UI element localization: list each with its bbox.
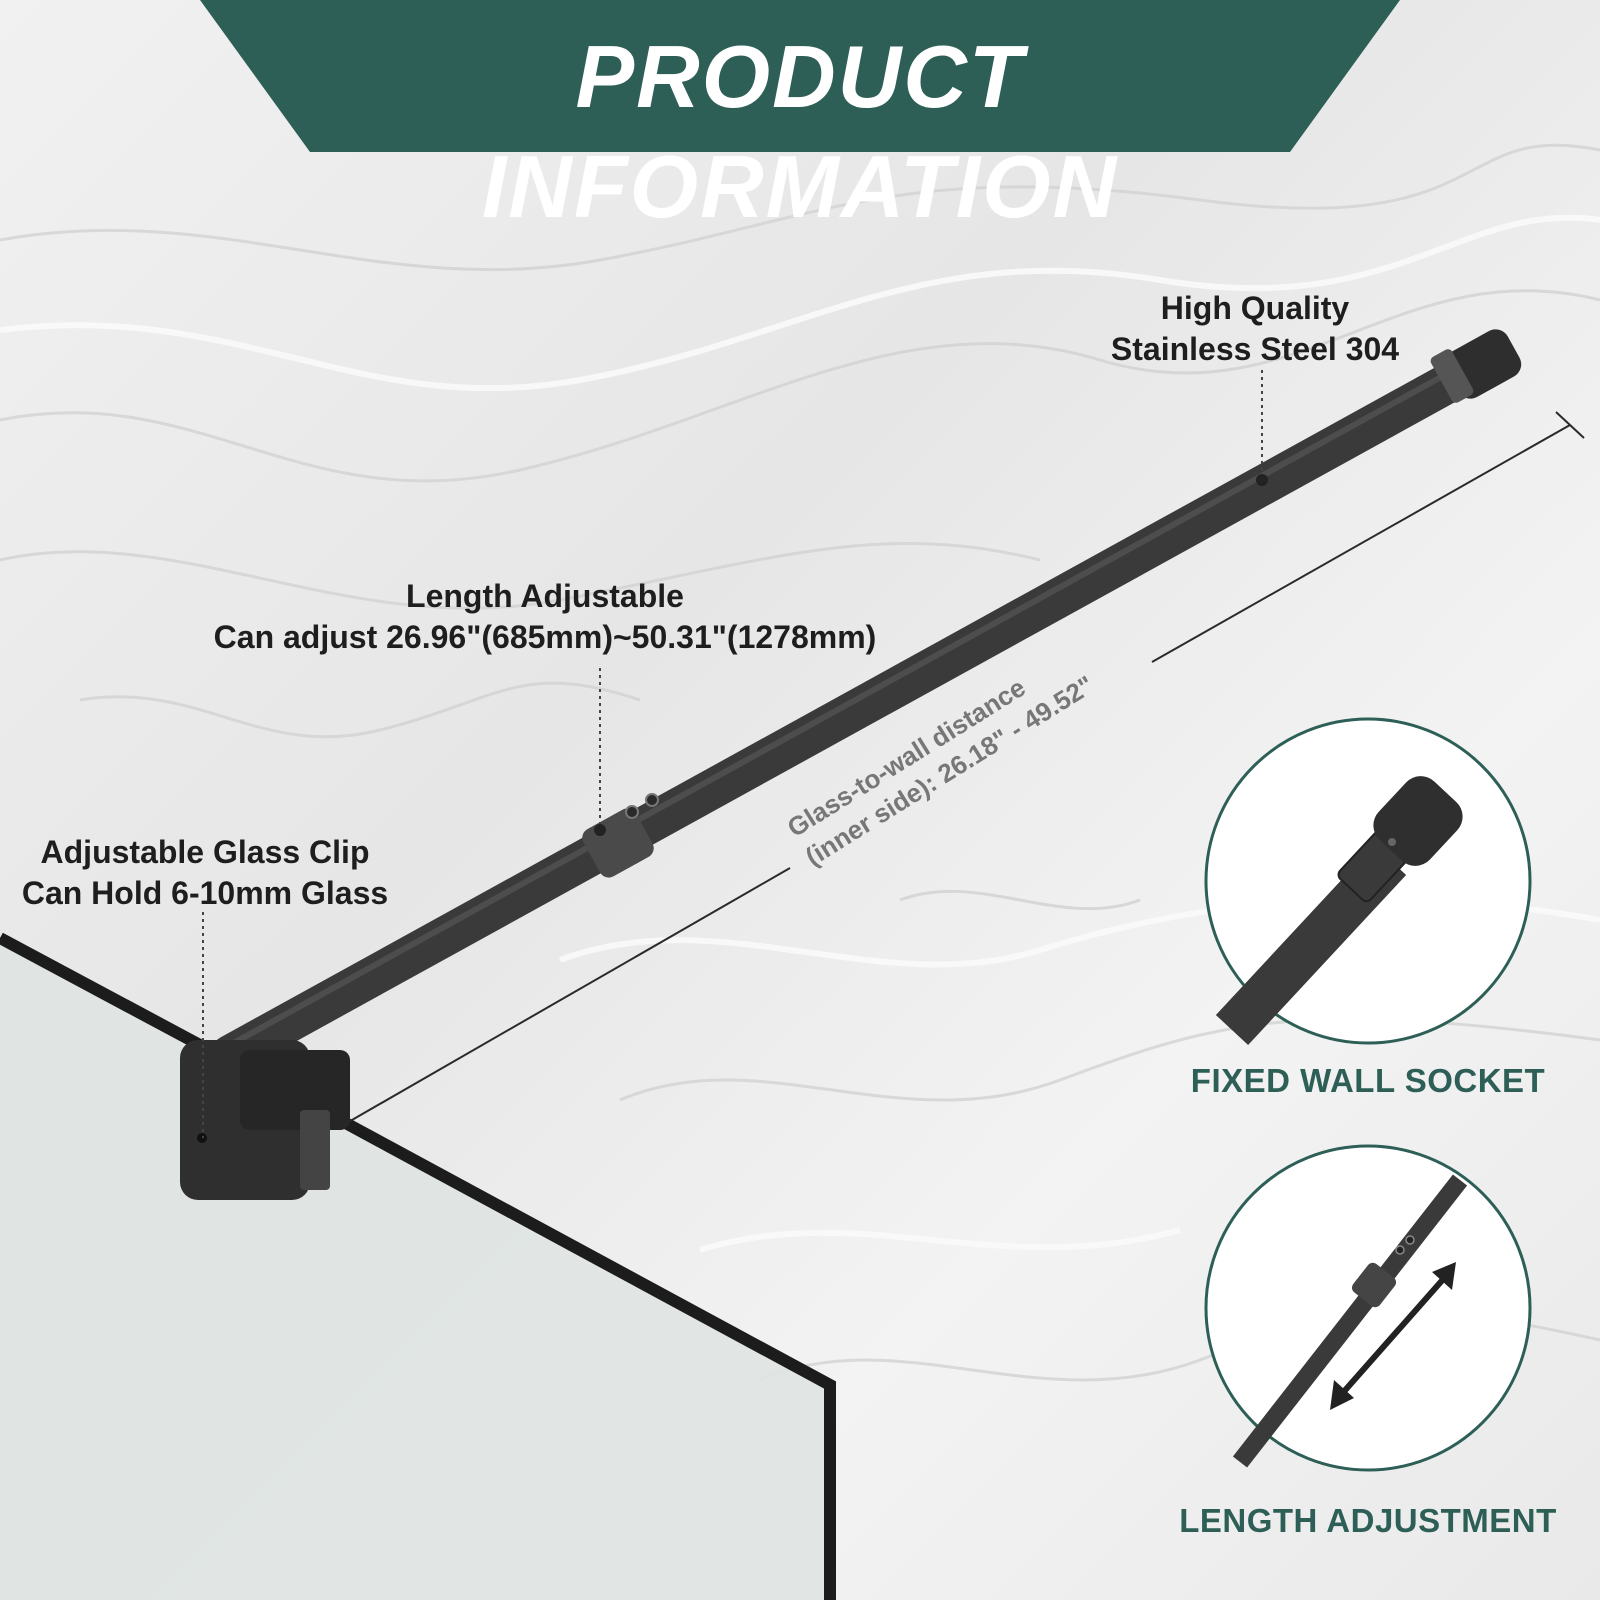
callout-length-adjustable: Length Adjustable Can adjust 26.96"(685m… [195, 576, 895, 658]
callout-length-line2: Can adjust 26.96"(685mm)~50.31"(1278mm) [213, 619, 877, 655]
fixed-wall-socket-caption: FIXED WALL SOCKET [1190, 1062, 1546, 1099]
callout-stainless-steel: High Quality Stainless Steel 304 [1075, 288, 1435, 370]
callout-steel-line1: High Quality [1160, 290, 1350, 326]
support-bar-icon [210, 329, 1522, 1075]
distance-dimension-line [344, 411, 1585, 1125]
glass-clip-icon [180, 1040, 350, 1200]
banner-shape [200, 0, 1400, 152]
page-title: PRODUCT INFORMATION [481, 27, 1119, 236]
callout-length-line1: Length Adjustable [406, 578, 684, 614]
callout-leaders [202, 370, 1263, 1138]
callout-clip-line2: Can Hold 6-10mm Glass [21, 875, 389, 911]
length-adjustment-caption: LENGTH ADJUSTMENT [1179, 1502, 1557, 1539]
callout-clip-line1: Adjustable Glass Clip [40, 834, 370, 870]
wall-socket-icon [1204, 717, 1532, 1045]
callout-glass-clip: Adjustable Glass Clip Can Hold 6-10mm Gl… [10, 832, 400, 914]
callout-steel-line2: Stainless Steel 304 [1110, 331, 1400, 367]
double-arrow-icon [1204, 1144, 1532, 1472]
marble-texture [0, 143, 1600, 1382]
callout-dots [594, 474, 1268, 836]
glass-panel-icon [0, 932, 836, 1600]
